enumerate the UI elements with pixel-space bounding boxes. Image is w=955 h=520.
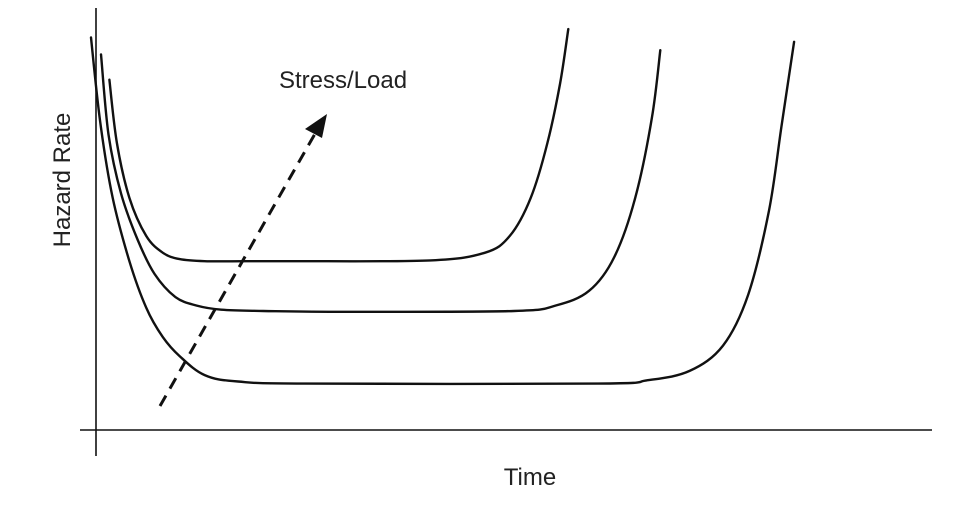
stress-load-annotation: Stress/Load [279,67,407,94]
y-axis-label: Hazard Rate [49,113,76,248]
x-axis-label: Time [504,464,556,491]
curves-group [89,27,796,386]
hazard-curve-2 [99,49,662,314]
stress-load-arrow-shaft [158,131,318,407]
hazard-curve-3 [89,36,796,386]
hazard-curve-1 [108,27,570,263]
stress-load-arrow-head [305,114,327,138]
